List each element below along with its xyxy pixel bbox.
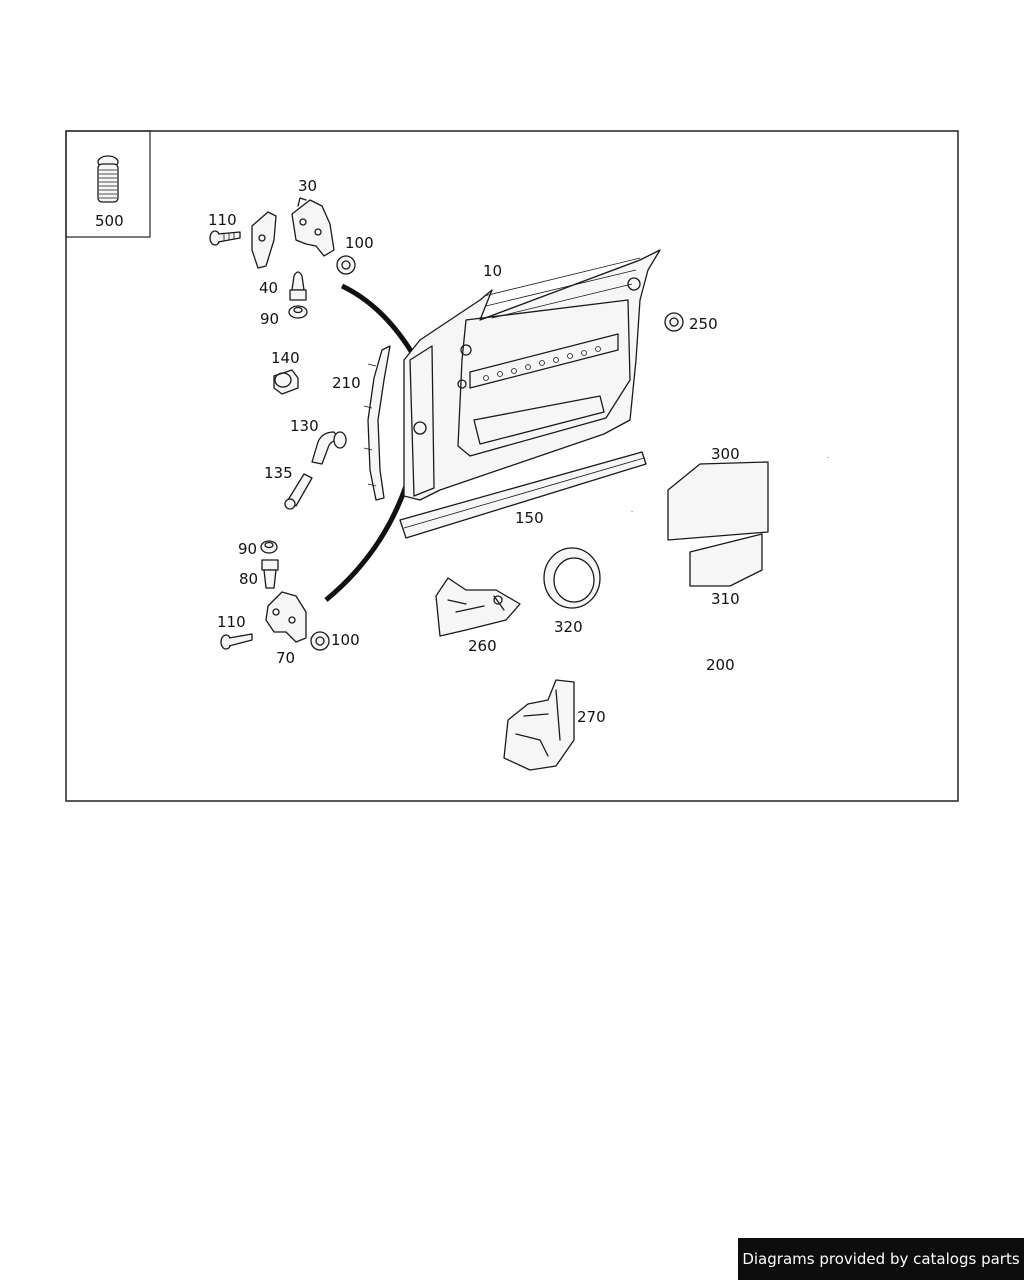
callout-30: 30: [298, 177, 317, 195]
part-100-bottom-nut: [310, 631, 330, 651]
part-250-grommet: [664, 312, 684, 332]
callout-310: 310: [711, 590, 740, 608]
part-90-bottom-washer: [260, 540, 278, 554]
callout-130: 130: [290, 417, 319, 435]
part-100-top-nut: [336, 255, 356, 275]
part-110-bottom-bolt: [220, 633, 253, 650]
callout-250: 250: [689, 315, 718, 333]
callout-210: 210: [332, 374, 361, 392]
callout-110-bottom: 110: [217, 613, 246, 631]
part-300-sheet: [667, 461, 769, 541]
inset-box-500: [65, 130, 151, 238]
part-135-strap: [284, 473, 313, 510]
part-30-upper-hinge: [291, 197, 335, 257]
callout-110-top: 110: [208, 211, 237, 229]
part-70-lower-hinge: [265, 591, 307, 643]
part-310-sheet: [689, 533, 763, 587]
callout-300: 300: [711, 445, 740, 463]
callout-10: 10: [483, 262, 502, 280]
part-260-bracket: [435, 577, 521, 637]
part-270-shield: [503, 679, 575, 771]
callout-140: 140: [271, 349, 300, 367]
callout-80: 80: [239, 570, 258, 588]
part-40-pin: [289, 271, 307, 301]
part-200-door-seal: [620, 457, 830, 662]
part-110-top-bolt: [209, 230, 241, 246]
arrow-upper: [340, 283, 417, 358]
arrow-lower: [324, 485, 409, 602]
part-hinge-plate-top: [251, 211, 277, 269]
part-320-tape-ring: [543, 547, 601, 609]
callout-70: 70: [276, 649, 295, 667]
callout-150: 150: [515, 509, 544, 527]
callout-260: 260: [468, 637, 497, 655]
callout-135: 135: [264, 464, 293, 482]
part-150-sill-strip: [399, 451, 647, 539]
callout-100-bottom: 100: [331, 631, 360, 649]
part-140-plug: [273, 369, 299, 395]
callout-90-top: 90: [260, 310, 279, 328]
part-10-door-shell: [403, 249, 661, 501]
part-90-top-washer: [288, 305, 308, 319]
callout-100-top: 100: [345, 234, 374, 252]
callout-500: 500: [95, 212, 124, 230]
callout-270: 270: [577, 708, 606, 726]
part-500-clip: [97, 155, 119, 203]
part-210-pillar-seal: [363, 345, 391, 501]
part-130-elbow-hose: [311, 431, 347, 465]
callout-40: 40: [259, 279, 278, 297]
part-80-bolt: [261, 559, 279, 589]
credit-banner: Diagrams provided by catalogs parts: [738, 1238, 1024, 1280]
callout-200: 200: [706, 656, 735, 674]
callout-320: 320: [554, 618, 583, 636]
callout-90-bottom: 90: [238, 540, 257, 558]
diagram-frame: [65, 130, 959, 802]
